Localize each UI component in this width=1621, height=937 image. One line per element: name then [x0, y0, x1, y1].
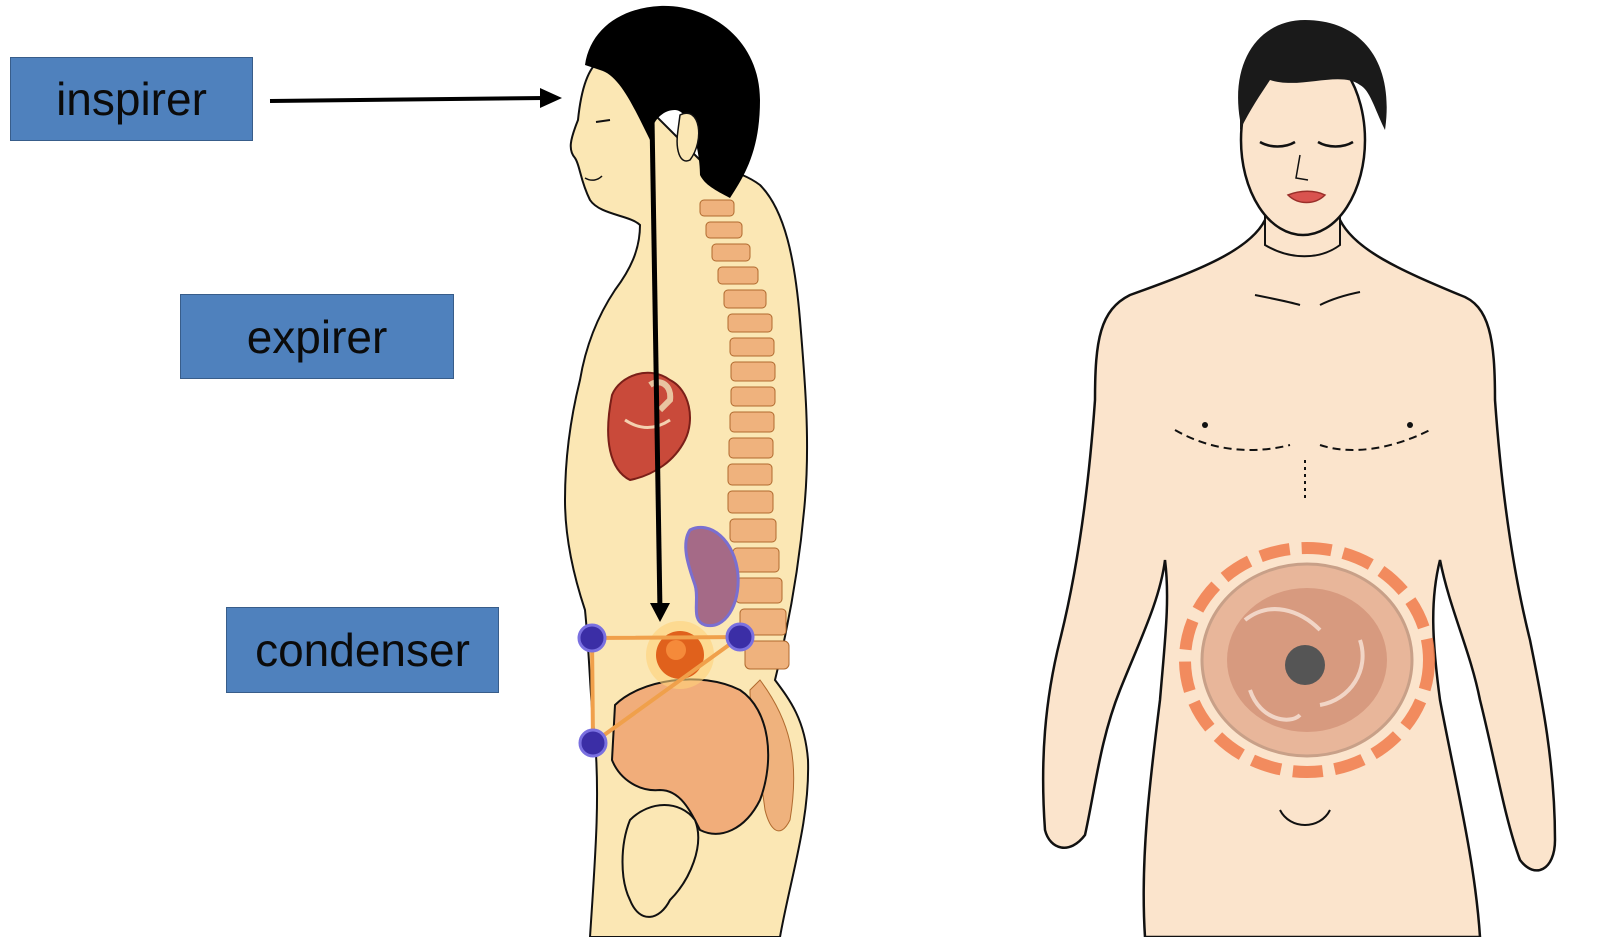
triangle-vertex-marker	[579, 625, 605, 651]
inspirer-arrow	[260, 80, 570, 120]
left-nipple	[1202, 422, 1208, 428]
human-front-view-icon	[1040, 0, 1580, 937]
triangle-vertex-marker	[580, 730, 606, 756]
human-side-view-icon	[540, 0, 830, 937]
right-nipple	[1407, 422, 1413, 428]
ear	[677, 113, 699, 161]
navel	[1285, 645, 1325, 685]
triangle-vertex-marker	[727, 624, 753, 650]
